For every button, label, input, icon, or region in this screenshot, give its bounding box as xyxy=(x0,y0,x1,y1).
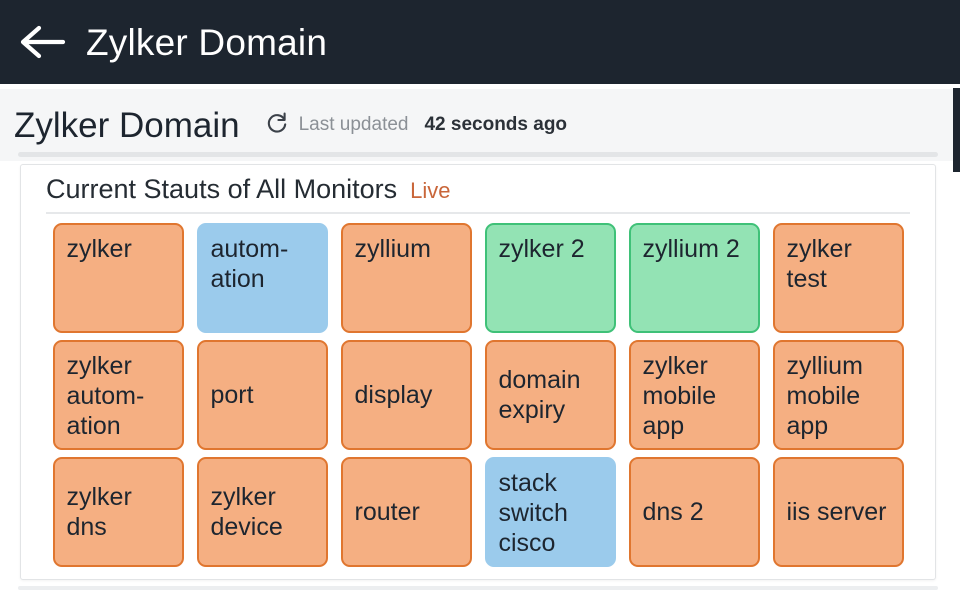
last-updated-label: Last updated xyxy=(298,114,409,135)
navbar-gap xyxy=(0,84,960,89)
monitor-tile[interactable]: zylker test xyxy=(772,223,904,333)
monitor-tile-row: zylker dns zylker device router stack switc… xyxy=(52,457,904,567)
monitor-tile[interactable]: autom-ation xyxy=(196,223,328,333)
monitor-tile-label: zyllium mobile app xyxy=(786,352,863,440)
last-updated-group: Last updated 42 seconds ago xyxy=(266,111,567,140)
monitor-tile-label: domain expiry xyxy=(498,366,581,424)
monitor-tile[interactable]: zyllium 2 xyxy=(628,223,760,333)
monitor-tile-label: dns 2 xyxy=(642,498,704,526)
page-subheader: Zylker Domain Last updated 42 seconds ag… xyxy=(0,89,953,161)
monitor-tile[interactable]: zyllium xyxy=(340,223,472,333)
monitor-tile[interactable]: iis server xyxy=(772,457,904,567)
back-button[interactable] xyxy=(0,0,86,84)
monitor-tile-label: zyllium 2 xyxy=(642,235,740,263)
monitor-tile[interactable]: stack switch cisco xyxy=(484,457,616,567)
monitor-tile-label: zylker test xyxy=(786,235,852,293)
monitor-tile-label: zylker 2 xyxy=(498,235,585,263)
last-updated-value: 42 seconds ago xyxy=(424,114,568,135)
subheader-divider xyxy=(18,152,938,157)
navbar-title: Zylker Domain xyxy=(86,21,328,63)
monitor-tile[interactable]: domain expiry xyxy=(484,340,616,450)
monitor-tile[interactable]: zyllium mobile app xyxy=(772,340,904,450)
monitor-tile[interactable]: port xyxy=(196,340,328,450)
monitor-tile[interactable]: zylker dns xyxy=(52,457,184,567)
monitor-tile-label: router xyxy=(354,498,420,526)
page-bottom-divider xyxy=(18,586,938,590)
card-divider xyxy=(46,212,910,214)
page-title: Zylker Domain xyxy=(14,105,240,145)
monitor-tile-label: zylker xyxy=(66,235,132,263)
monitor-tile-label: iis server xyxy=(786,498,887,526)
back-arrow-icon xyxy=(20,25,66,59)
card-header: Current Stauts of All Monitors Live xyxy=(21,165,935,205)
monitor-tile-grid: zylker autom-ation zyllium zylker 2 zyllium … xyxy=(21,214,935,567)
top-navbar: Zylker Domain xyxy=(0,0,960,84)
live-badge: Live xyxy=(410,178,451,203)
monitor-tile[interactable]: display xyxy=(340,340,472,450)
monitor-tile-label: zyllium xyxy=(354,235,431,263)
monitor-tile-label: zylker dns xyxy=(66,483,132,541)
monitor-tile[interactable]: zylker 2 xyxy=(484,223,616,333)
monitor-tile[interactable]: zylker mobile app xyxy=(628,340,760,450)
monitor-tile[interactable]: zylker autom-ation xyxy=(52,340,184,450)
monitor-tile[interactable]: zylker xyxy=(52,223,184,333)
monitor-tile-label: display xyxy=(354,381,433,409)
monitor-tile[interactable]: dns 2 xyxy=(628,457,760,567)
monitors-status-card: Current Stauts of All Monitors Live zylk… xyxy=(20,164,936,580)
monitor-tile-label: stack switch cisco xyxy=(498,469,568,557)
monitor-tile-row: zylker autom-ation zyllium zylker 2 zyllium … xyxy=(52,223,904,333)
monitor-tile-label: port xyxy=(210,381,254,409)
monitor-tile-label: zylker device xyxy=(210,483,283,541)
monitor-tile[interactable]: router xyxy=(340,457,472,567)
vertical-scrollbar[interactable] xyxy=(953,88,960,172)
monitor-tile-label: zylker mobile app xyxy=(642,352,717,440)
monitor-tile-row: zylker autom-ation port display domain expi… xyxy=(52,340,904,450)
card-title: Current Stauts of All Monitors xyxy=(46,174,398,204)
monitor-tile-label: autom-ation xyxy=(210,235,289,293)
monitor-tile-label: zylker autom-ation xyxy=(66,352,145,440)
monitor-tile[interactable]: zylker device xyxy=(196,457,328,567)
refresh-icon[interactable] xyxy=(266,111,288,140)
